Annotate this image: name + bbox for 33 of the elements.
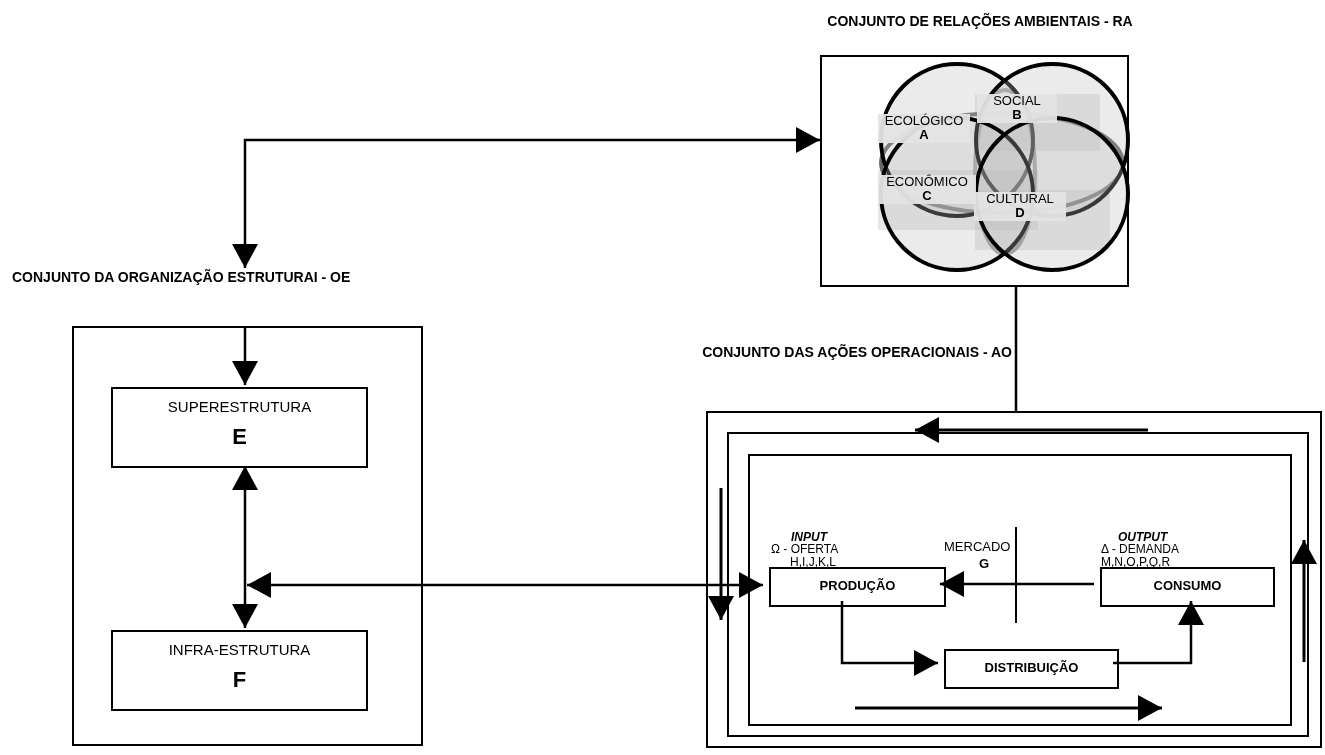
connector-arrow xyxy=(247,572,763,598)
set-heading: CONJUNTO DAS AÇÕES OPERACIONAIS - AO xyxy=(701,345,1012,361)
flow-note: H,I,J,K,L xyxy=(790,556,836,570)
structure-name: INFRA-ESTRUTURA xyxy=(167,642,312,659)
set-heading: CONJUNTO DA ORGANIZAÇÃO ESTRUTURAI - OE xyxy=(12,270,352,286)
structure-box xyxy=(111,387,368,468)
set-heading: CONJUNTO DE RELAÇÕES AMBIENTAIS - RA xyxy=(826,14,1134,30)
flow-note: Ω - OFERTA xyxy=(771,543,839,557)
connector-arrow xyxy=(940,571,1094,597)
flow-caption: OUTPUT xyxy=(1118,531,1168,544)
market-label: MERCADO xyxy=(944,540,1011,555)
structure-box xyxy=(111,630,368,711)
connector-arrow xyxy=(232,326,258,385)
process-name: DISTRIBUIÇÃO xyxy=(983,661,1080,676)
set-label: CULTURAL D xyxy=(974,192,1066,221)
flow-note: M,N,O,P,Q,R xyxy=(1101,556,1171,570)
connector-arrow xyxy=(232,127,820,268)
connector-arrow xyxy=(840,601,938,676)
flow-caption: INPUT xyxy=(791,531,827,544)
connector-arrow xyxy=(232,466,258,628)
set-label: ECOLÓGICO A xyxy=(878,114,970,143)
connector-arrow xyxy=(1113,601,1204,665)
structure-letter: F xyxy=(231,668,248,693)
structure-name: SUPERESTRUTURA xyxy=(166,399,313,416)
structure-letter: E xyxy=(231,425,248,450)
set-label: ECONÔMICO C xyxy=(878,175,976,204)
frame-box xyxy=(748,454,1292,726)
process-name: CONSUMO xyxy=(1152,579,1223,594)
flow-note: Δ - DEMANDA xyxy=(1101,543,1180,557)
process-box xyxy=(944,649,1119,689)
process-name: PRODUÇÃO xyxy=(818,579,897,594)
set-label: SOCIAL B xyxy=(977,94,1057,123)
market-letter: G xyxy=(979,557,990,572)
